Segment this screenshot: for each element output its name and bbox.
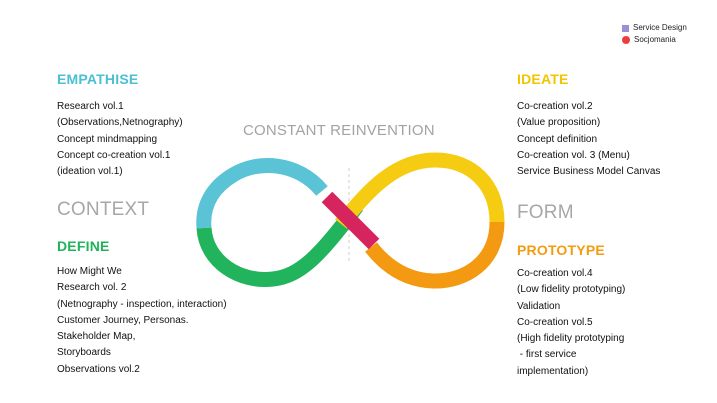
loop-segment-empathise <box>196 158 328 229</box>
list-item: Concept co-creation vol.1 <box>57 149 171 161</box>
list-item: (Low fidelity prototyping) <box>517 284 626 296</box>
list-item: (Value proposition) <box>517 117 601 129</box>
define-list: How Might We Research vol. 2 (Netnograph… <box>57 264 227 378</box>
brand-item-service-design: Service Design <box>622 22 687 34</box>
empathise-list: Research vol.1 (Observations,Netnography… <box>57 99 183 180</box>
list-item: Co-creation vol.5 <box>517 316 593 328</box>
list-item: Validation <box>517 300 561 312</box>
brand-legend: Service Design Socjomania <box>622 22 687 46</box>
context-label: CONTEXT <box>57 199 150 220</box>
list-item: Research vol.1 <box>57 101 124 112</box>
square-icon <box>622 24 629 32</box>
list-item: Storyboards <box>57 347 111 359</box>
list-item: (High fidelity prototyping <box>517 333 625 345</box>
brand-label: Socjomania <box>634 35 676 44</box>
list-item: (ideation vol.1) <box>57 166 123 178</box>
list-item: Concept definition <box>517 133 598 145</box>
list-item: Observations vol.2 <box>57 363 140 375</box>
define-heading: DEFINE <box>57 238 110 254</box>
list-item: (Netnography - inspection, interaction) <box>57 298 227 310</box>
list-item: - first service <box>517 349 577 361</box>
list-item: Co-creation vol.2 <box>517 101 593 112</box>
loop-segment-prototype <box>365 221 505 289</box>
list-item: Research vol. 2 <box>57 282 127 294</box>
list-item: implementation) <box>517 365 589 377</box>
list-item: (Observations,Netnography) <box>57 117 183 129</box>
empathise-heading: EMPATHISE <box>57 71 139 87</box>
ideate-list: Co-creation vol.2 (Value proposition) Co… <box>517 99 660 180</box>
loop-segment-crossing <box>321 191 380 250</box>
list-item: Service Business Model Canvas <box>517 166 661 178</box>
brand-item-socjomania: Socjomania <box>622 34 687 46</box>
list-item: Co-creation vol.4 <box>517 268 593 279</box>
list-item: How Might We <box>57 266 122 277</box>
list-item: Customer Journey, Personas. <box>57 314 189 326</box>
loop-segment-ideate <box>335 152 505 229</box>
brand-label: Service Design <box>633 23 687 32</box>
list-item: Co-creation vol. 3 (Menu) <box>517 149 630 161</box>
constant-reinvention-label: CONSTANT REINVENTION <box>243 122 435 139</box>
prototype-list: Co-creation vol.4 (Low fidelity prototyp… <box>517 266 625 380</box>
list-item: Stakeholder Map, <box>57 331 136 343</box>
loop-segment-define <box>196 201 364 287</box>
circle-icon <box>622 36 630 44</box>
list-item: Concept mindmapping <box>57 133 158 145</box>
prototype-heading: PROTOTYPE <box>517 242 605 258</box>
ideate-heading: IDEATE <box>517 71 569 87</box>
form-label: FORM <box>517 202 574 223</box>
